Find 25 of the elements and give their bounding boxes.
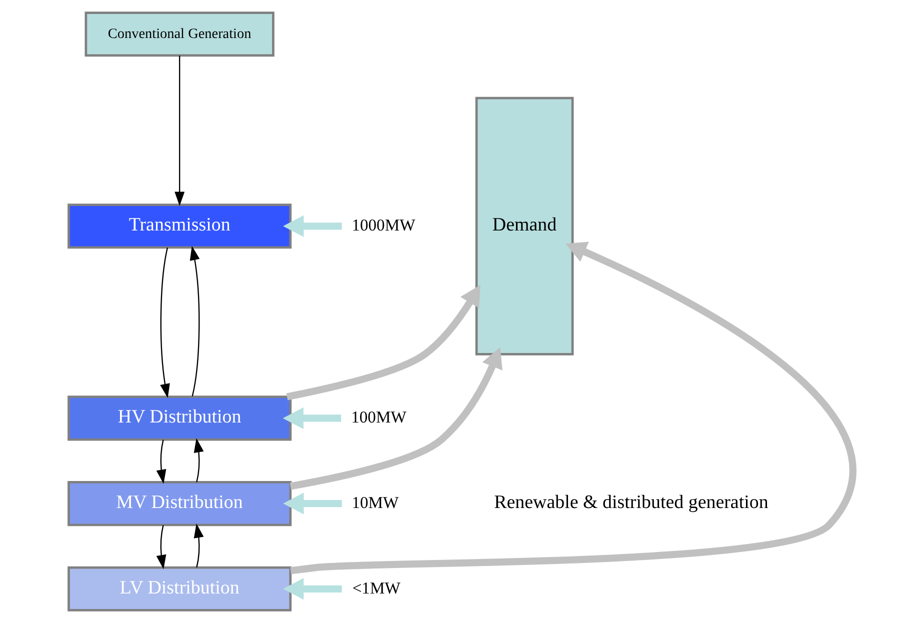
arrow: [283, 215, 342, 237]
node-box: Demand: [475, 96, 574, 356]
node-box: MV Distribution: [68, 481, 292, 526]
node-box: LV Distribution: [68, 566, 292, 612]
label: Renewable & distributed generation: [494, 492, 768, 514]
arrow: [282, 407, 342, 430]
arrow: [190, 246, 200, 396]
node-text: 1000MW: [352, 216, 416, 235]
arrow: [160, 248, 170, 398]
arrow: [290, 347, 502, 490]
arrow: [283, 492, 342, 514]
arrow: [286, 284, 480, 400]
node-text: <1MW: [352, 578, 400, 598]
arrow: [156, 440, 166, 484]
node-box: Conventional Generation: [84, 12, 274, 57]
arrow: [283, 578, 342, 600]
arrow: [156, 525, 166, 570]
arrow: [194, 523, 204, 568]
arrow: [194, 438, 204, 482]
arrow: [290, 242, 856, 574]
node-text: 10MW: [352, 492, 399, 512]
node-box: Transmission: [68, 204, 292, 249]
node-text: 100MW: [351, 408, 406, 427]
node-box: HV Distribution: [68, 396, 292, 441]
arrow: [174, 56, 185, 206]
